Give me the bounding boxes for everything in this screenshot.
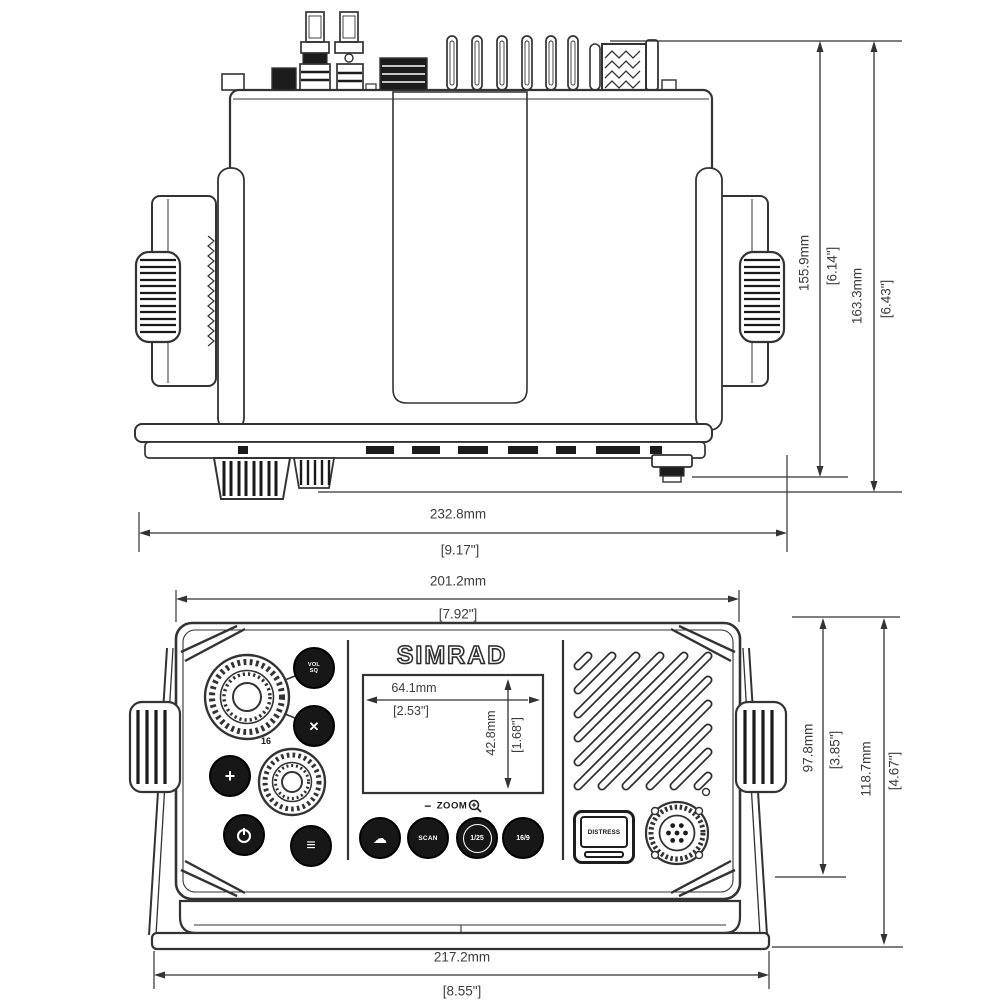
front-connector-top	[651, 454, 693, 483]
menu-button: ≡	[290, 825, 332, 867]
display-width-dimension	[366, 696, 540, 704]
rear-connector-block	[271, 67, 297, 91]
channel-16-badge: 16	[260, 736, 272, 746]
mic-connector	[644, 800, 710, 866]
left-bracket	[134, 167, 245, 431]
simrad-logo: SIMRAD	[396, 641, 508, 671]
front-edge-strip	[134, 423, 713, 500]
dim-height-body-in: [3.85"]	[827, 730, 843, 770]
dim-display-height-mm: 42.8mm	[484, 710, 498, 756]
tx-power-button: 1/25	[456, 817, 498, 859]
ratchet-teeth	[207, 235, 215, 347]
lcd-display	[361, 673, 545, 795]
dim-width-overall-in: [9.17"]	[440, 542, 480, 558]
dim-height-overall-in: [4.67"]	[886, 751, 902, 791]
dim-width-overall-mm: 232.8mm	[429, 506, 487, 522]
dim-width-front-mm: 217.2mm	[433, 949, 491, 965]
dim-height-body-mm: 97.8mm	[800, 723, 816, 773]
zoom-plus-icon	[468, 799, 482, 813]
right-bracket	[695, 167, 786, 431]
vol-sq-button: VOL SQ	[293, 647, 335, 689]
volume-knob	[203, 653, 291, 741]
accessory-connector	[379, 57, 428, 91]
corner-chamfers	[180, 624, 736, 898]
weather-cloud-icon: ☁	[373, 830, 387, 846]
volume-knob-top	[212, 457, 292, 500]
exit-button: ✕	[293, 705, 335, 747]
dim-display-height-in: [1.68"]	[510, 717, 524, 753]
tx-power-label: 1/25	[462, 823, 492, 853]
zoom-label: ZOOM	[436, 800, 468, 812]
dim-display-width-mm: 64.1mm	[391, 681, 437, 695]
adjust-button: +	[209, 755, 251, 797]
dim-height-overall-mm: 118.7mm	[858, 741, 874, 797]
distress-button: DISTRESS	[573, 810, 635, 864]
zoom-minus-icon: −	[424, 799, 432, 813]
distress-slot	[584, 851, 624, 858]
power-icon	[237, 828, 251, 843]
x-icon: ✕	[308, 718, 320, 734]
rear-connectors	[221, 11, 677, 91]
ch169-label: 16/9	[516, 834, 530, 842]
distress-lid: DISTRESS	[580, 816, 628, 848]
dim-depth-inner-mm: 155.9mm	[796, 234, 812, 292]
antenna-connector	[601, 39, 677, 91]
bracket-knob	[134, 250, 182, 344]
top-recess	[392, 91, 528, 404]
data-cable-connector	[334, 11, 377, 91]
dim-depth-inner-in: [6.14"]	[824, 246, 840, 286]
left-side-knob	[128, 700, 182, 794]
ch169-button: 16/9	[502, 817, 544, 859]
power-cable-connector	[299, 11, 331, 91]
bracket-knob	[738, 250, 786, 344]
dimension-lines	[138, 40, 903, 989]
power-button	[223, 814, 265, 856]
dim-width-body-in: [7.92"]	[438, 606, 478, 622]
top-view-body	[228, 88, 714, 428]
mounting-base	[150, 899, 771, 951]
bracket-arm	[217, 167, 245, 431]
scan-label: SCAN	[418, 834, 438, 842]
vol-sq-label-1: VOL	[307, 661, 321, 668]
wire-pins	[446, 35, 601, 91]
distress-label: DISTRESS	[587, 828, 621, 836]
speaker-grille	[573, 651, 713, 797]
scan-button: SCAN	[407, 817, 449, 859]
dim-display-width-in: [2.53"]	[393, 704, 429, 718]
right-side-knob	[734, 700, 788, 794]
display-height-dimension	[504, 679, 512, 789]
dim-depth-overall-in: [6.43"]	[878, 279, 894, 319]
bracket-arm	[695, 167, 723, 431]
dim-width-front-in: [8.55"]	[442, 983, 482, 999]
channel-knob	[257, 747, 327, 817]
dim-width-body-mm: 201.2mm	[429, 573, 487, 589]
top-view	[134, 11, 786, 500]
vol-sq-label-2: SQ	[309, 668, 319, 674]
dim-depth-overall-mm: 163.3mm	[849, 267, 865, 325]
menu-icon: ≡	[306, 837, 316, 854]
wx-button: ☁	[359, 817, 401, 859]
